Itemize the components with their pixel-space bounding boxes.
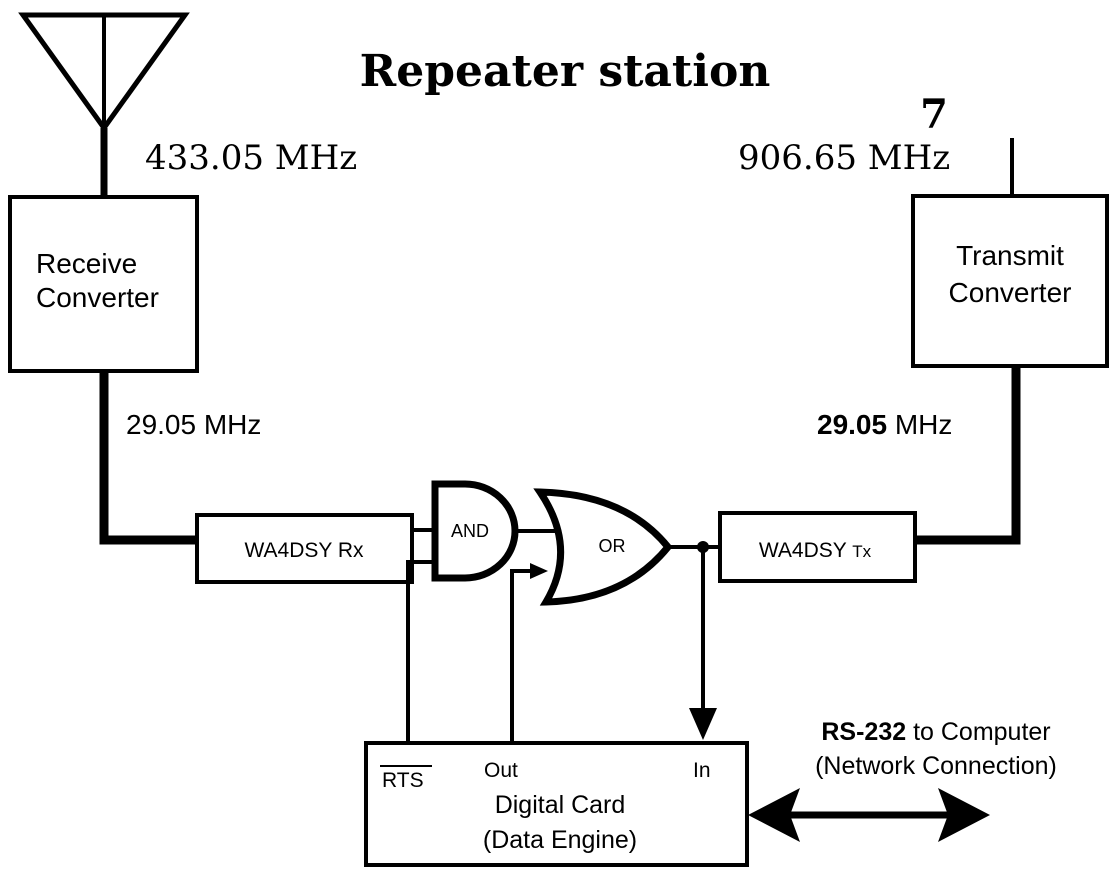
transmit-converter-box — [911, 194, 1109, 368]
receive-antenna-icon — [18, 12, 190, 197]
rs232-label: RS-232 to Computer — [821, 718, 1050, 746]
rx-if-cable — [99, 371, 197, 545]
receive-converter-label-line2: Converter — [36, 282, 159, 313]
card-in-arrowhead — [689, 708, 717, 740]
tx-if-cable — [915, 366, 1021, 545]
transmit-converter-label-line1: Transmit — [956, 240, 1064, 271]
rts-wire — [406, 560, 435, 743]
card-out-label: Out — [484, 759, 518, 782]
digital-card-subtitle: (Data Engine) — [483, 826, 637, 854]
or-input-arrowhead — [530, 563, 548, 579]
tx-modem-box — [718, 511, 917, 583]
or-gate-label: OR — [599, 536, 626, 556]
card-in-label: In — [693, 759, 711, 782]
and-gate-label: AND — [451, 521, 489, 541]
rx-modem-label: WA4DSY Rx — [244, 539, 364, 562]
card-out-wire — [510, 569, 538, 743]
receive-converter-label-line1: Receive — [36, 248, 137, 279]
and-gate-icon — [431, 480, 519, 582]
transmit-antenna-frequency: 906.65 MHz — [738, 138, 950, 178]
tx-modem-label: WA4DSY Tx — [759, 539, 872, 562]
digital-card-title: Digital Card — [495, 791, 626, 819]
rts-label: RTS — [382, 769, 424, 792]
page-number: 7 — [920, 91, 948, 138]
receive-converter-box — [8, 195, 199, 373]
tx-if-frequency: 29.05 MHz — [817, 409, 952, 440]
rs232-double-arrow-icon — [748, 788, 990, 842]
rx-if-frequency: 29.05 MHz — [126, 409, 261, 440]
network-connection-label: (Network Connection) — [815, 752, 1057, 780]
or-gate-icon — [533, 488, 673, 606]
rx-modem-box — [195, 513, 414, 584]
transmit-converter-label-line2: Converter — [949, 277, 1072, 308]
digital-card-box — [364, 741, 749, 867]
page-title: Repeater station — [360, 46, 771, 97]
receive-antenna-frequency: 433.05 MHz — [145, 138, 357, 178]
